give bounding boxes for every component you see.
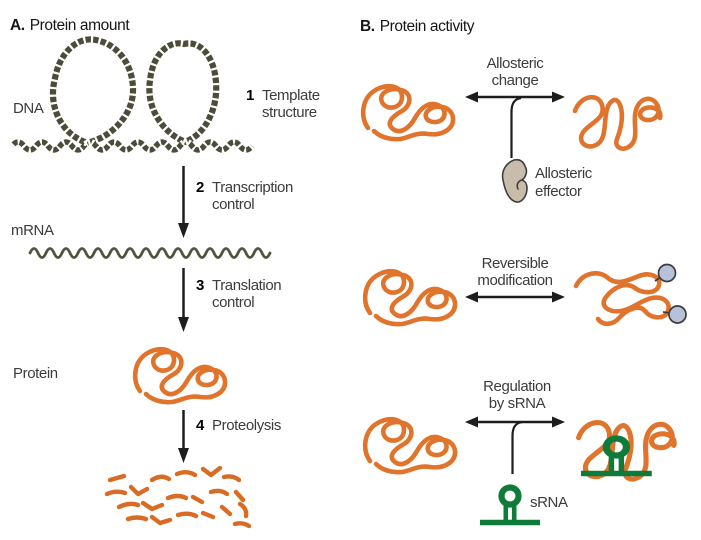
- double-arrow-icon: [463, 290, 567, 304]
- svg-text:control: control: [212, 294, 254, 311]
- protein-fragments-icon: [104, 465, 252, 529]
- mrna-wave-icon: [28, 247, 272, 259]
- panel-a: A.Protein amount DNA 1 Template structur…: [9, 17, 320, 529]
- allosteric-effector-icon: [501, 158, 528, 203]
- svg-text:Regulation: Regulation: [483, 378, 551, 395]
- mrna-label: mRNA: [11, 222, 54, 239]
- effector-label: Allosteric: [535, 165, 593, 182]
- translation-arrow: [178, 268, 189, 332]
- protein-tangle-icon: [135, 349, 225, 402]
- effector-connector-line: [510, 96, 522, 158]
- dna-label: DNA: [13, 100, 44, 117]
- svg-text:modification: modification: [477, 272, 552, 289]
- svg-text:by sRNA: by sRNA: [489, 395, 546, 412]
- proteolysis-arrow: [178, 410, 189, 463]
- row-allosteric-change: Allosteric change Allosteric effector: [363, 55, 660, 203]
- srna-connector-line: [511, 420, 523, 474]
- svg-text:Proteolysis: Proteolysis: [212, 417, 281, 434]
- protein-label: Protein: [13, 365, 58, 382]
- row-regulation-by-srna: Regulation by sRNA sRNA: [365, 378, 674, 523]
- protein-modified-icon: [576, 263, 687, 324]
- svg-text:1: 1: [246, 87, 254, 104]
- modification-circle-icon: [657, 263, 677, 283]
- svg-text:Allosteric: Allosteric: [487, 55, 545, 72]
- modification-circle-icon: [668, 305, 687, 324]
- protein-native-icon: [365, 271, 455, 324]
- svg-text:Transcription: Transcription: [212, 179, 293, 196]
- protein-native-icon: [365, 419, 455, 472]
- step-1-template-structure: 1 Template structure: [246, 87, 320, 121]
- transcription-arrow: [178, 166, 189, 238]
- row-reversible-modification: Reversible modification: [365, 255, 687, 324]
- svg-text:4: 4: [196, 417, 205, 434]
- step-2-transcription-control: 2 Transcription control: [196, 179, 293, 213]
- svg-text:change: change: [492, 72, 539, 89]
- step-3-translation-control: 3 Translation control: [196, 277, 282, 311]
- panel-a-title: A.Protein amount: [10, 17, 130, 34]
- dna-icon: [9, 35, 255, 154]
- protein-altered-icon: [575, 97, 660, 148]
- svg-text:effector: effector: [535, 183, 582, 200]
- svg-text:Reversible: Reversible: [482, 255, 549, 272]
- srna-label: sRNA: [530, 494, 568, 511]
- svg-text:control: control: [212, 196, 254, 213]
- protein-srna-complex-icon: [579, 422, 675, 479]
- svg-text:Translation: Translation: [212, 277, 281, 294]
- step-4-proteolysis: 4 Proteolysis: [196, 417, 281, 434]
- svg-text:2: 2: [196, 179, 204, 196]
- panel-b-title: B.Protein activity: [360, 18, 475, 35]
- svg-text:Template: Template: [262, 87, 320, 104]
- panel-b: B.Protein activity Allosteric change All…: [360, 18, 687, 523]
- svg-text:3: 3: [196, 277, 204, 294]
- protein-native-icon: [363, 86, 453, 139]
- svg-text:structure: structure: [262, 104, 317, 121]
